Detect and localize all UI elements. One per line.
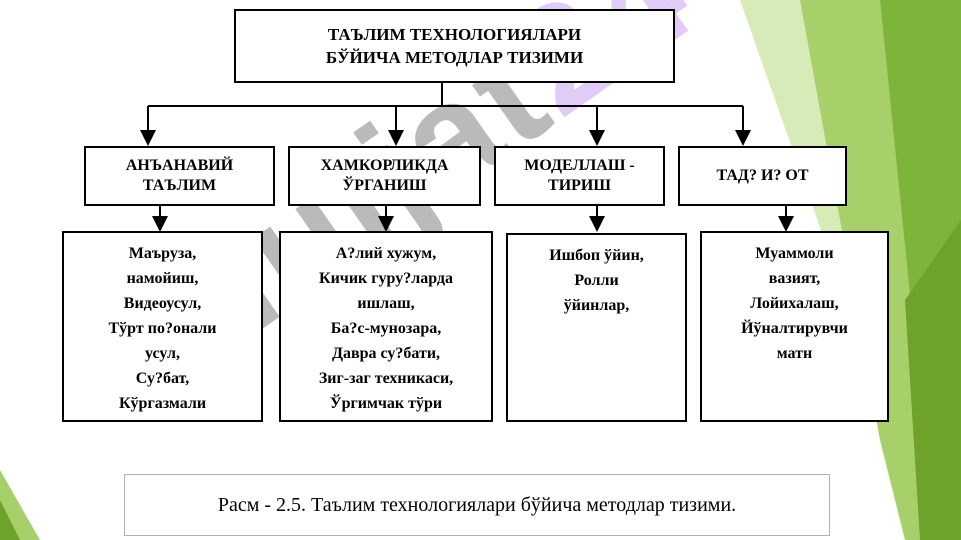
detail-box-2: А?лий хужум, Кичик гуру?ларда ишлаш, Ба?…	[279, 231, 493, 422]
category-box-4: ТАД? И? ОТ	[678, 146, 847, 206]
category-label-1: АНЪАНАВИЙ ТАЪЛИМ	[125, 157, 234, 194]
detail-box-1: Маъруза, намойиш, Видеоусул, Тўрт по?она…	[62, 231, 263, 422]
detail-text-1: Маъруза, намойиш, Видеоусул, Тўрт по?она…	[108, 245, 217, 412]
caption-text: Расм - 2.5. Таълим технологиялари бўйича…	[217, 493, 737, 516]
detail-text-4: Муаммоли вазият, Лойихалаш, Йўналтирувчи…	[741, 245, 848, 362]
title-text: ТАЪЛИМ ТЕХНОЛОГИЯЛАРИ БЎЙИЧА МЕТОДЛАР ТИ…	[325, 25, 584, 67]
detail-box-3: Ишбоп ўйин, Ролли ўйинлар,	[506, 233, 687, 422]
title-box: ТАЪЛИМ ТЕХНОЛОГИЯЛАРИ БЎЙИЧА МЕТОДЛАР ТИ…	[234, 9, 675, 83]
category-label-3: МОДЕЛЛАШ - ТИРИШ	[524, 157, 635, 194]
detail-text-2: А?лий хужум, Кичик гуру?ларда ишлаш, Ба?…	[318, 245, 454, 412]
detail-text-3: Ишбоп ўйин, Ролли ўйинлар,	[549, 247, 644, 314]
category-box-1: АНЪАНАВИЙ ТАЪЛИМ	[84, 146, 275, 206]
figure-caption: Расм - 2.5. Таълим технологиялари бўйича…	[124, 474, 830, 536]
category-box-2: ХАМКОРЛИКДА ЎРГАНИШ	[288, 146, 481, 206]
category-box-3: МОДЕЛЛАШ - ТИРИШ	[494, 146, 665, 206]
category-label-2: ХАМКОРЛИКДА ЎРГАНИШ	[320, 157, 449, 194]
category-label-4: ТАД? И? ОТ	[716, 167, 809, 184]
detail-box-4: Муаммоли вазият, Лойихалаш, Йўналтирувчи…	[700, 231, 889, 422]
